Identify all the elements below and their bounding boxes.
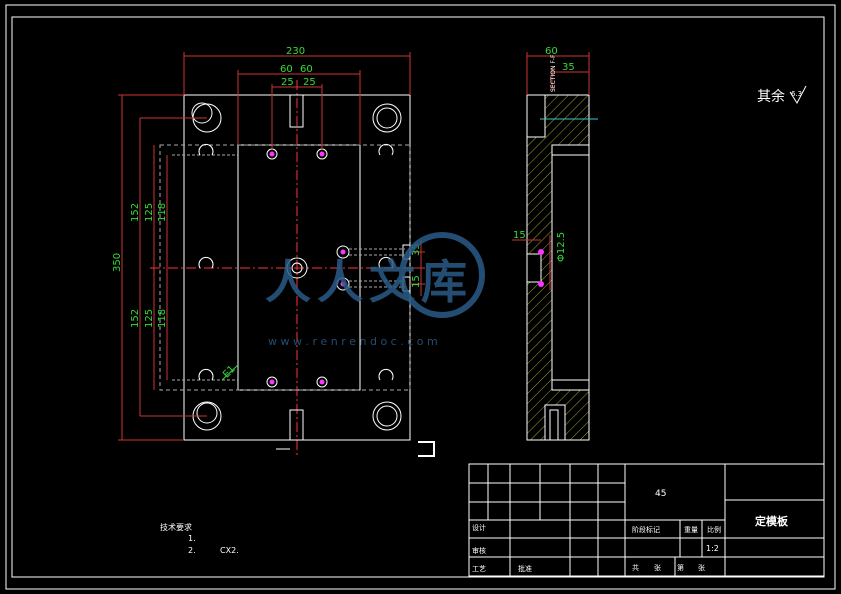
dim-15-right: 15 <box>411 275 422 288</box>
dim-125-top: 125 <box>144 203 155 222</box>
sprue-slots <box>289 94 304 441</box>
dim-125-bottom: 125 <box>144 309 155 328</box>
roughness-note: 其余 6.3 <box>757 85 807 105</box>
section-pocket <box>551 144 590 391</box>
title-block-lines <box>468 463 825 577</box>
watermark-ring <box>399 232 485 318</box>
dim-35-right: 35 <box>411 243 422 256</box>
sheet-outer-border <box>5 4 836 590</box>
notes-heading: 技术要求 <box>160 522 192 532</box>
section-view: 60 35 15 Φ12.5 SECTION F-F <box>512 46 598 441</box>
sheet-inner-border <box>11 16 825 578</box>
section-dimension-lines <box>512 52 590 290</box>
label-design: 设计 <box>472 523 486 532</box>
section-dim-60: 60 <box>545 46 558 57</box>
dim-118-top: 118 <box>157 203 168 222</box>
roughness-value: 6.3 <box>791 90 802 98</box>
material: 45 <box>655 489 666 499</box>
technical-notes: 技术要求 1. 2. CX2. <box>160 522 239 555</box>
dim-25-left: 25 <box>281 77 294 88</box>
sprue-hole <box>286 257 308 279</box>
title-block: 45 定模板 1:2 设计 审核 工艺 批准 阶段标记 重量 比例 共 张 第 … <box>472 489 789 573</box>
label-sheet: 张 <box>654 563 661 572</box>
part-name: 定模板 <box>755 514 789 528</box>
dim-width-230: 230 <box>286 46 305 57</box>
watermark-url: w w w . r e n r e n d o c . c o m <box>268 335 438 348</box>
label-sheet-2: 张 <box>698 563 705 572</box>
watermark: 人人文库 w w w . r e n r e n d o c . c o m <box>265 232 485 348</box>
label-scale: 比例 <box>707 525 721 534</box>
scale-value: 1:2 <box>706 544 719 553</box>
section-dim-diameter: Φ12.5 <box>556 232 567 262</box>
note-item-2-text: CX2. <box>220 546 239 555</box>
watermark-text: 人人文库 <box>265 255 473 309</box>
label-process: 工艺 <box>472 565 486 573</box>
dim-60-right: 60 <box>300 64 313 75</box>
front-view: E1 230 60 60 25 25 350 152 125 118 15 <box>112 46 435 457</box>
left-dimension-lines <box>118 94 207 441</box>
note-item-1: 1. <box>188 534 196 543</box>
dim-60-left: 60 <box>280 64 293 75</box>
label-no: 第 <box>677 563 684 572</box>
label-review: 审核 <box>472 546 486 555</box>
label-approve: 批准 <box>518 564 532 573</box>
section-dim-35: 35 <box>562 62 575 73</box>
roughness-label: 其余 <box>757 88 785 105</box>
dim-118-bottom: 118 <box>157 309 168 328</box>
section-dim-15: 15 <box>513 230 526 241</box>
top-dimension-lines <box>183 52 411 150</box>
dim-152-bottom: 152 <box>130 309 141 328</box>
label-weight: 重量 <box>684 526 698 534</box>
label-total: 共 <box>632 563 639 572</box>
thread-holes <box>198 143 394 381</box>
label-stage-mark: 阶段标记 <box>632 525 660 534</box>
section-label: SECTION F-F <box>550 54 557 92</box>
dim-25-right: 25 <box>303 77 316 88</box>
note-item-2: 2. <box>188 546 196 555</box>
dim-height-350: 350 <box>112 253 123 272</box>
dim-152-top: 152 <box>130 203 141 222</box>
